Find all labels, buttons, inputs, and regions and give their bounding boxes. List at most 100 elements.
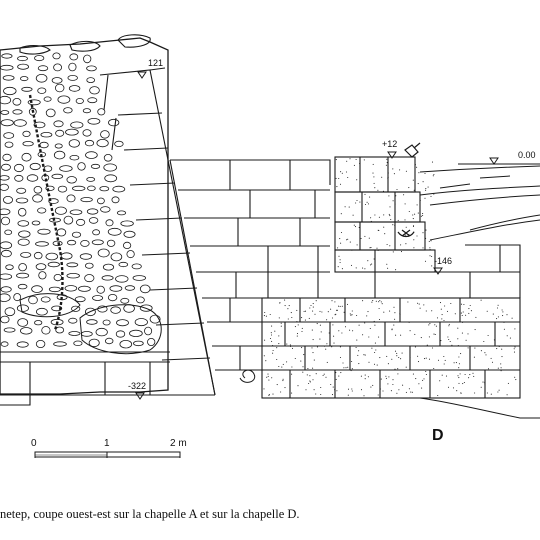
stipple-dot [378, 301, 380, 303]
stipple-dot [424, 260, 427, 262]
stipple-dot [497, 391, 499, 393]
stipple-dot [377, 189, 379, 191]
stipple-dot [404, 203, 406, 205]
stipple-dot [352, 330, 354, 332]
stipple-dot [380, 301, 382, 303]
stipple-dot [394, 312, 396, 314]
rubble-stone [18, 230, 31, 238]
stipple-dot [484, 383, 486, 385]
stipple-dot [497, 316, 499, 318]
stipple-dot [501, 348, 503, 350]
stipple-dot [286, 361, 288, 363]
stipple-dot [376, 364, 378, 366]
stipple-dot [263, 388, 265, 390]
stipple-dot [351, 360, 353, 363]
stipple-dot [447, 386, 450, 388]
stipple-dot [271, 325, 273, 327]
stipple-dot [364, 203, 367, 206]
stipple-dot [451, 344, 453, 346]
stipple-dot [309, 375, 311, 377]
stipple-dot [294, 357, 296, 360]
stipple-dot [303, 310, 305, 312]
stipple-dot [514, 376, 516, 378]
stipple-dot [416, 204, 418, 206]
stipple-dot [407, 301, 409, 303]
stipple-dot [356, 179, 358, 181]
stipple-dot [263, 315, 265, 317]
stipple-dot [339, 305, 341, 307]
stipple-dot [421, 387, 423, 389]
rubble-stone [38, 271, 47, 280]
stipple-dot [424, 197, 426, 199]
scale-tick-2: 2 m [170, 438, 187, 449]
stipple-dot [436, 317, 439, 319]
rubble-fill-mass [0, 37, 169, 395]
stipple-dot [330, 308, 332, 310]
rubble-stone [120, 297, 130, 304]
stipple-dot [272, 393, 274, 395]
rubble-stone [115, 275, 129, 283]
rubble-stone [85, 262, 94, 269]
stipple-dot [297, 385, 299, 387]
rubble-stone [66, 262, 79, 268]
stipple-dot [320, 386, 322, 389]
stipple-dot [331, 317, 334, 319]
stipple-dot [300, 360, 302, 362]
stipple-dot [443, 319, 445, 322]
rubble-stone [34, 320, 43, 326]
rubble-stone [74, 296, 86, 303]
stipple-dot [324, 345, 326, 347]
central-wall [169, 159, 331, 396]
rubble-stone [21, 152, 32, 162]
rubble-stone [69, 209, 83, 215]
rubble-stone [87, 185, 96, 191]
stipple-dot [339, 238, 341, 240]
rubble-stone [102, 263, 115, 271]
stipple-dot [387, 383, 389, 385]
stipple-dot [413, 247, 415, 249]
stipple-dot [409, 330, 411, 332]
stipple-dot [493, 339, 495, 341]
rubble-stone [3, 327, 16, 333]
stipple-dot [355, 158, 357, 161]
stipple-dot [360, 237, 362, 240]
stipple-dot [278, 343, 280, 345]
stipple-dot [337, 266, 339, 268]
stipple-dot [396, 392, 398, 394]
rubble-stone [97, 108, 106, 116]
stipple-dot [500, 367, 502, 369]
rubble-stone [21, 86, 33, 92]
stipple-dot [265, 360, 267, 362]
stipple-dot [473, 375, 475, 377]
stipple-dot [308, 317, 310, 319]
stipple-dot [364, 378, 366, 380]
stipple-dot [345, 171, 348, 173]
stipple-dot [366, 201, 368, 203]
rubble-stone [0, 273, 13, 280]
rubble-stone [29, 162, 41, 171]
rubble-stone [67, 239, 77, 246]
rubble-stone [0, 175, 10, 181]
stipple-dot [335, 309, 338, 311]
stipple-dot [272, 349, 274, 352]
stipple-dot [328, 332, 330, 334]
rubble-stone [17, 318, 29, 327]
stipple-dot [287, 308, 289, 310]
stipple-dot [467, 333, 469, 335]
stipple-dot [413, 239, 415, 241]
scale-tick-0: 0 [31, 438, 37, 449]
rubble-stone [16, 272, 30, 279]
stipple-dot [383, 226, 385, 228]
stipple-dot [408, 345, 410, 347]
rubble-stone [63, 107, 73, 114]
stipple-dot [309, 381, 311, 383]
stipple-dot [405, 226, 407, 228]
stipple-dot [350, 314, 352, 316]
stipple-dot [486, 392, 488, 394]
stipple-dot [386, 355, 388, 357]
stipple-dot [291, 347, 294, 349]
stipple-dot [312, 367, 314, 369]
stipple-dot [320, 331, 322, 333]
stipple-dot [497, 367, 499, 369]
stipple-dot [268, 379, 270, 381]
